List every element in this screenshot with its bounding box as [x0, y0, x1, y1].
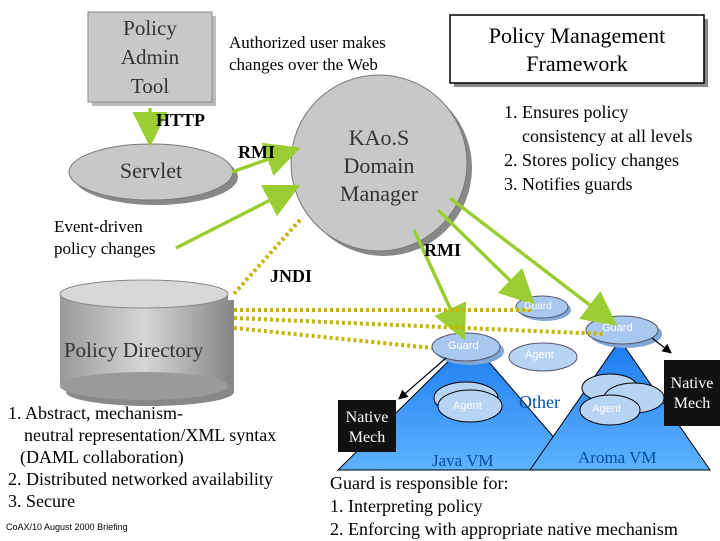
user-note: Authorized user makes changes over the W…: [229, 32, 386, 76]
rmi-arrow-servlet: [231, 142, 301, 176]
directory-feature-1-cont: neutral representation/XML syntax: [24, 425, 277, 445]
admin-tool-line-1: Policy: [123, 16, 177, 40]
native-mech-right-line-2: Mech: [673, 395, 711, 412]
admin-tool-line-2: Admin: [120, 45, 180, 69]
guard-to-native-left: [398, 357, 447, 400]
guard-role-line-1: Guard is responsible for:: [330, 473, 509, 493]
http-label: HTTP: [156, 110, 206, 130]
native-mech-left-box: [338, 400, 396, 452]
servlet-ellipse: [68, 143, 238, 205]
framework-line-1: Policy Management: [488, 23, 666, 48]
agent-aroma-stack-label: Agent: [592, 403, 621, 415]
native-mech-right-box: [664, 360, 720, 426]
directory-features: 1. Abstract, mechanism- neutral represen…: [8, 402, 276, 512]
user-note-line-2: changes over the Web: [229, 55, 378, 74]
rmi-arrow-guard-top: [436, 208, 536, 305]
kaos-duty-1-cont: consistency at all levels: [522, 126, 693, 146]
rmi-label-guards: RMI: [424, 240, 461, 260]
directory-feature-2: 2. Distributed networked availability: [8, 469, 273, 489]
rmi-label-servlet: RMI: [238, 142, 275, 162]
kaos-line-1: KAo.S: [348, 125, 410, 150]
jndi-line-guard-java: [233, 326, 433, 350]
kaos-label: KAo.S Domain Manager: [299, 124, 459, 208]
rmi-arrow-guard-java: [412, 229, 467, 341]
event-note-line-1: Event-driven: [54, 217, 143, 236]
agent-java-stack: [433, 381, 503, 423]
native-mech-left-label: Native Mech: [338, 408, 396, 448]
directory-feature-1: 1. Abstract, mechanism-: [8, 403, 183, 423]
agent-java-top-label: Agent: [525, 349, 554, 361]
rmi-arrow-guard-aroma: [448, 196, 618, 327]
framework-line-2: Framework: [526, 51, 628, 76]
kaos-line-2: Domain: [343, 153, 415, 178]
kaos-line-3: Manager: [339, 181, 419, 206]
directory-feature-1-note: (DAML collaboration): [20, 447, 184, 467]
admin-tool-box: [87, 11, 216, 106]
servlet-label: Servlet: [119, 158, 183, 183]
guard-top-label: Guard: [524, 301, 552, 312]
guard-role: Guard is responsible for: 1. Interpretin…: [330, 472, 678, 541]
footer-text: CoAX/10 August 2000 Briefing: [6, 522, 128, 532]
event-note: Event-driven policy changes: [54, 216, 156, 260]
agent-aroma-stack: [579, 373, 665, 426]
guard-java-label: Guard: [448, 340, 479, 352]
kaos-duty-3: 3. Notifies guards: [504, 174, 633, 194]
framework-label: Policy Management Framework: [450, 22, 704, 78]
jndi-dotted-lines: [230, 218, 605, 350]
black-arrows: [398, 337, 672, 400]
agent-java-stack-label: Agent: [453, 400, 482, 412]
jndi-line-kaos: [230, 218, 302, 298]
other-label: Other: [519, 392, 560, 412]
native-mech-left-line-2: Mech: [348, 429, 386, 446]
kaos-duty-2: 2. Stores policy changes: [504, 150, 679, 170]
green-arrows: [132, 108, 618, 341]
kaos-duty-1: 1. Ensures policy: [504, 102, 629, 122]
guard-role-line-3: 2. Enforcing with appropriate native mec…: [330, 519, 678, 539]
guard-role-line-2: 1. Interpreting policy: [330, 496, 483, 516]
jndi-line-guard-aroma: [233, 316, 605, 336]
admin-tool-line-3: Tool: [130, 74, 170, 98]
user-note-line-1: Authorized user makes: [229, 33, 386, 52]
event-arrow: [175, 184, 301, 250]
native-mech-right-line-1: Native: [670, 375, 714, 392]
event-note-line-2: policy changes: [54, 239, 156, 258]
guard-java: [431, 332, 504, 365]
guard-aroma-label: Guard: [602, 322, 633, 334]
native-mech-right-label: Native Mech: [664, 374, 720, 414]
jndi-label: JNDI: [270, 266, 313, 286]
native-mech-left-line-1: Native: [345, 409, 389, 426]
policy-directory-label: Policy Directory: [64, 338, 204, 362]
directory-feature-3: 3. Secure: [8, 491, 75, 511]
aroma-vm-label: Aroma VM: [578, 448, 657, 467]
policy-directory-cylinder: [59, 279, 234, 406]
java-vm-label: Java VM: [432, 451, 494, 470]
admin-tool-label: Policy Admin Tool: [88, 14, 212, 101]
agent-java-top: [508, 342, 578, 372]
kaos-duties: 1. Ensures policy consistency at all lev…: [504, 100, 692, 196]
guard-to-native-right: [651, 337, 672, 354]
framework-box: [449, 14, 708, 87]
